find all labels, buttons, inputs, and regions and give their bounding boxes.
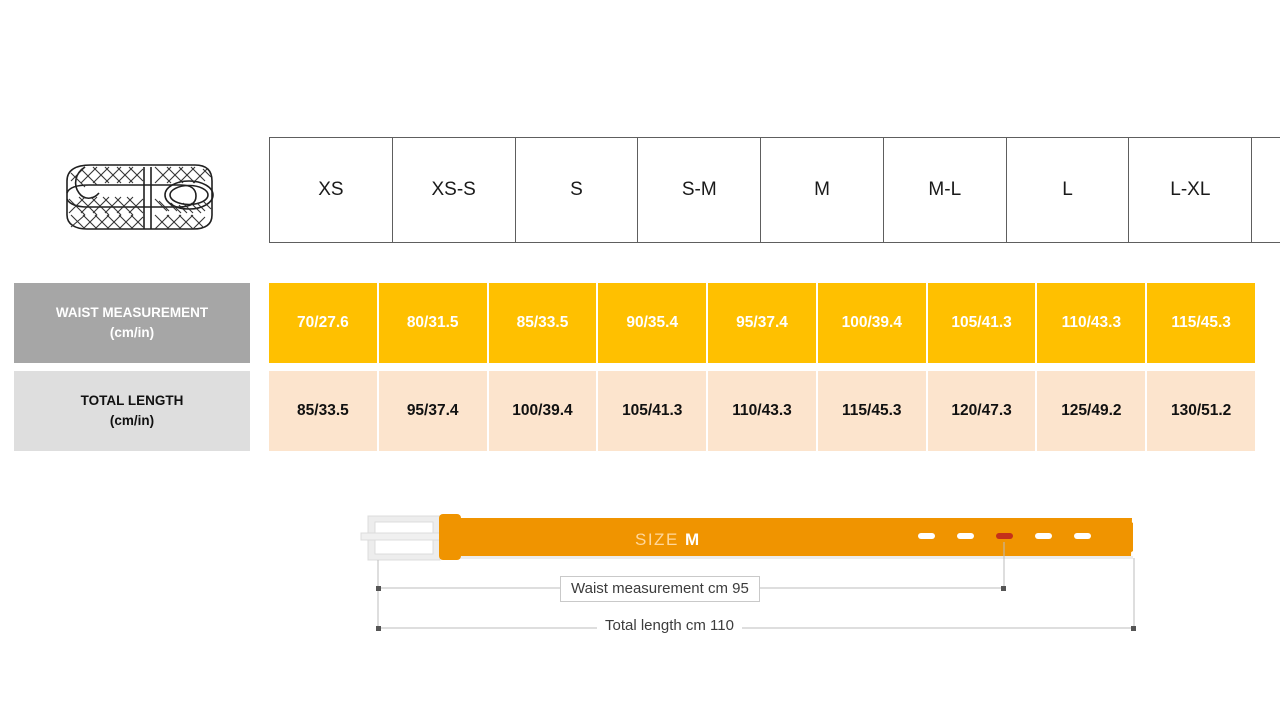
- waist-cell-0: 70/27.6: [269, 283, 379, 363]
- total-length-dimension-line: [376, 626, 1136, 631]
- waist-cell-6: 105/41.3: [927, 283, 1038, 363]
- belt-measurement-diagram: [355, 500, 1155, 650]
- length-cell-8: 130/51.2: [1147, 371, 1256, 451]
- total-length-label-unit: (cm/in): [109, 413, 155, 428]
- size-header-cell-6: L: [1005, 137, 1130, 243]
- waist-measurement-row: WAIST MEASUREMENT (cm/in) 70/27.6 80/31.…: [14, 283, 1256, 363]
- waist-cell-1: 80/31.5: [378, 283, 489, 363]
- length-cell-0: 85/33.5: [269, 371, 379, 451]
- belt-buckle-icon: [360, 515, 446, 561]
- waist-cell-7: 110/43.3: [1037, 283, 1148, 363]
- total-length-row: TOTAL LENGTH (cm/in) 85/33.5 95/37.4 100…: [14, 371, 1256, 451]
- length-cell-5: 115/45.3: [817, 371, 928, 451]
- total-length-label: TOTAL LENGTH (cm/in): [14, 371, 250, 451]
- dimension-extension-lines: [377, 542, 1135, 630]
- waist-measurement-cells: 70/27.6 80/31.5 85/33.5 90/35.4 95/37.4 …: [269, 283, 1256, 363]
- size-header-cell-5: M-L: [882, 137, 1007, 243]
- braided-belt-icon: [66, 164, 214, 230]
- size-header-cell-1: XS-S: [391, 137, 516, 243]
- waist-measurement-label-unit: (cm/in): [109, 325, 155, 340]
- waist-cell-8: 115/45.3: [1147, 283, 1256, 363]
- size-header-cell-3: S-M: [637, 137, 762, 243]
- waist-cell-2: 85/33.5: [488, 283, 599, 363]
- product-image: [55, 143, 220, 248]
- size-header-cell-4: M: [760, 137, 884, 243]
- length-cell-3: 105/41.3: [598, 371, 709, 451]
- belt-holes: [918, 533, 1091, 539]
- total-length-cells: 85/33.5 95/37.4 100/39.4 105/41.3 110/43…: [269, 371, 1256, 451]
- waist-cell-5: 100/39.4: [817, 283, 928, 363]
- belt-diagram-svg: [360, 514, 1136, 631]
- waist-cell-3: 90/35.4: [598, 283, 709, 363]
- total-length-label-title: TOTAL LENGTH: [80, 393, 184, 409]
- waist-measurement-label-title: WAIST MEASUREMENT: [55, 305, 209, 321]
- length-cell-6: 120/47.3: [927, 371, 1038, 451]
- belt-hole-active: [996, 533, 1013, 539]
- size-header-cell-2: S: [514, 137, 639, 243]
- size-header-cell-0: XS: [269, 137, 393, 243]
- waist-dimension-line: [376, 586, 1006, 591]
- length-cell-4: 110/43.3: [708, 371, 818, 451]
- waist-cell-4: 95/37.4: [708, 283, 818, 363]
- size-header-cell-7: L-XL: [1128, 137, 1253, 243]
- size-header-row: XS XS-S S S-M M M-L L L-XL XL: [269, 137, 1280, 243]
- length-cell-2: 100/39.4: [488, 371, 599, 451]
- length-cell-1: 95/37.4: [378, 371, 489, 451]
- belt-keeper-loop: [439, 514, 461, 560]
- size-header-cell-8: XL: [1251, 137, 1280, 243]
- length-cell-7: 125/49.2: [1037, 371, 1148, 451]
- waist-measurement-label: WAIST MEASUREMENT (cm/in): [14, 283, 250, 363]
